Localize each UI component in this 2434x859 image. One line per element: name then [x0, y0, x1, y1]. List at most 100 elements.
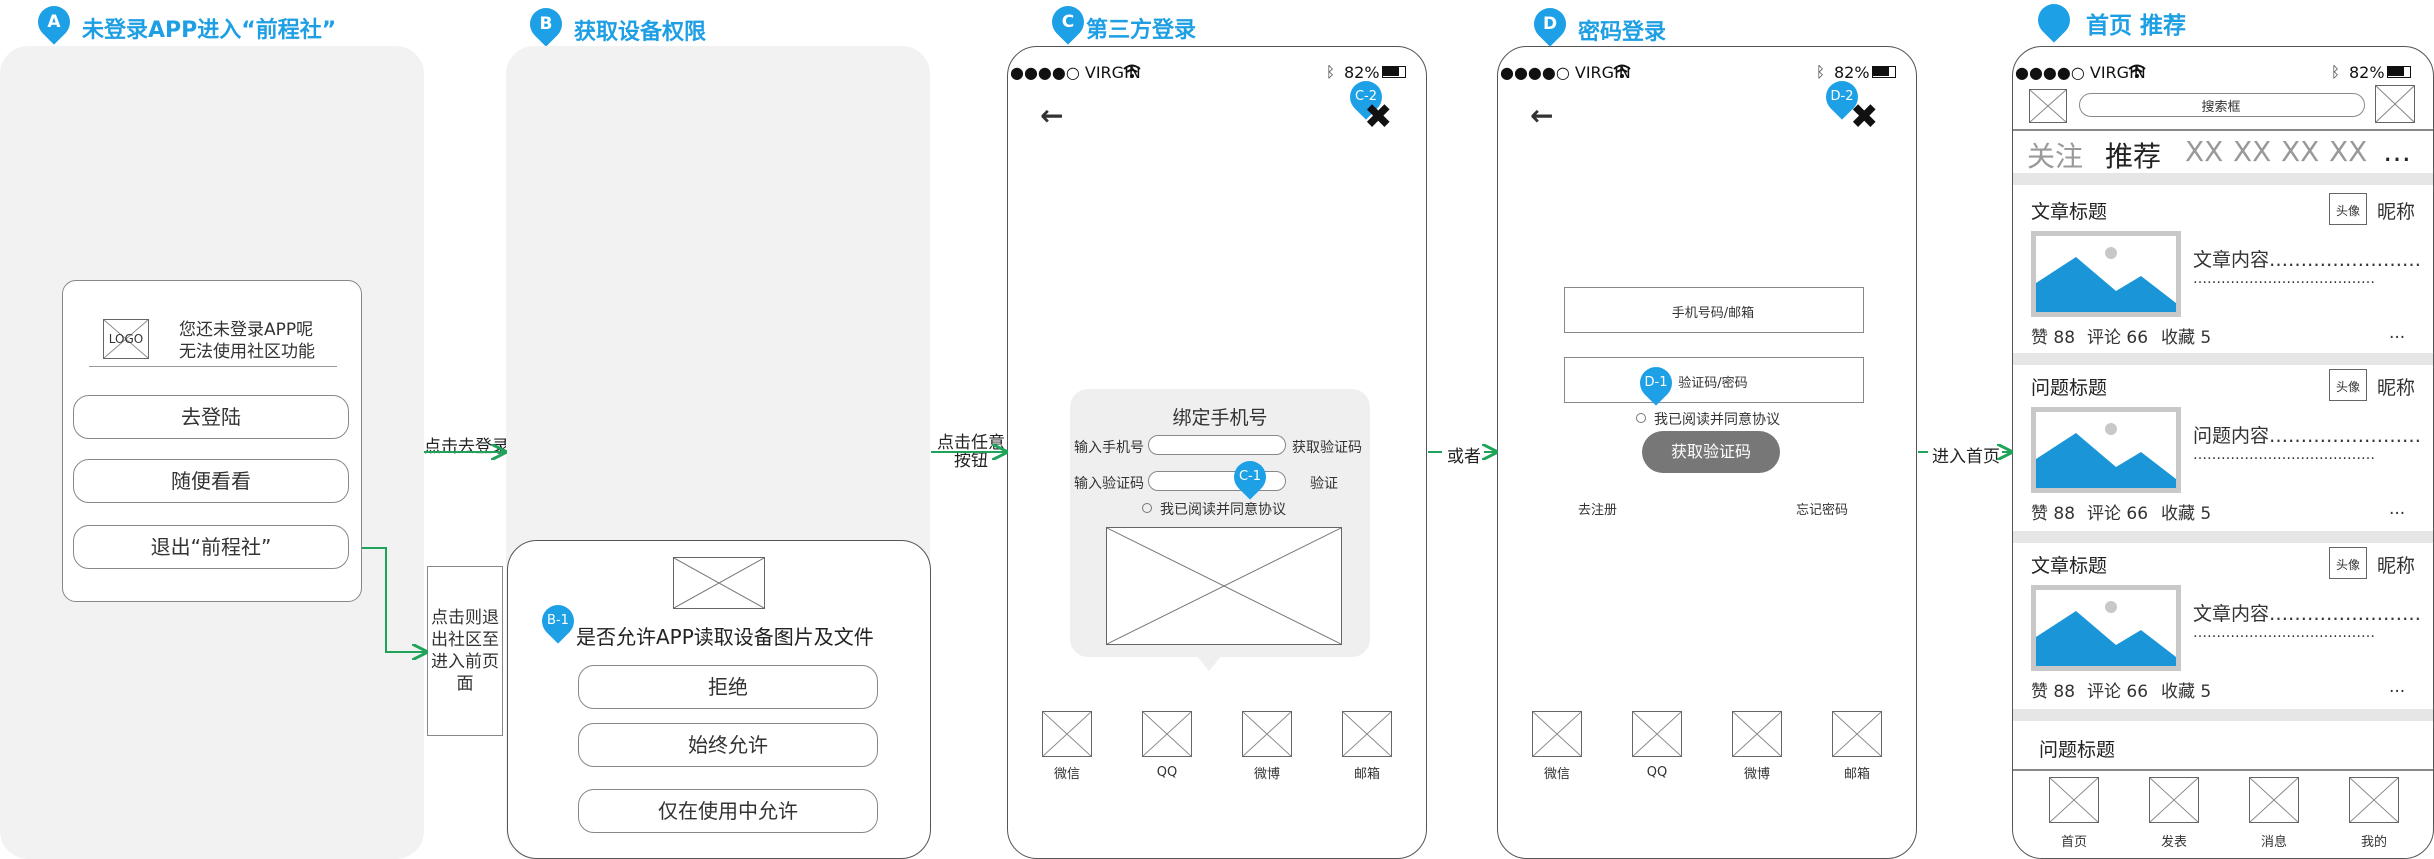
- allow-while-using-button[interactable]: 仅在使用中允许: [578, 789, 878, 833]
- card-content-cont: …………………………………: [2193, 625, 2375, 641]
- tab-recommend[interactable]: 推荐: [2105, 140, 2162, 173]
- tab-xx-2[interactable]: XX: [2233, 135, 2272, 168]
- nav-post[interactable]: 发表: [2149, 777, 2201, 850]
- nav-profile[interactable]: 我的: [2349, 777, 2401, 850]
- more-icon[interactable]: ...: [2389, 323, 2406, 343]
- favorites: 收藏 5: [2161, 504, 2212, 524]
- get-code-button[interactable]: 获取验证码: [1642, 431, 1780, 473]
- exit-button[interactable]: 退出“前程社”: [73, 525, 349, 569]
- phone-input[interactable]: [1148, 435, 1286, 455]
- feed-card[interactable]: 文章标题 头像 昵称 文章内容…………………… ………………………………… 赞 …: [2013, 185, 2433, 353]
- more-icon[interactable]: ...: [2389, 677, 2406, 697]
- section-a-header: A 未登录APP进入“前程社”: [31, 0, 378, 45]
- section-b-marker: B: [539, 14, 553, 34]
- section-a-marker: A: [47, 12, 61, 32]
- tab-follow[interactable]: 关注: [2027, 140, 2084, 173]
- card-title: 文章标题: [2031, 555, 2108, 577]
- section-a-title: 未登录APP进入“前程社”: [82, 18, 337, 43]
- agree-radio[interactable]: [1636, 413, 1646, 423]
- social-label: QQ: [1156, 765, 1178, 780]
- social-email[interactable]: 邮箱: [1832, 711, 1884, 783]
- battery-percent: 82%: [2349, 63, 2385, 82]
- captcha-image: [1106, 527, 1342, 645]
- tab-xx-4[interactable]: XX: [2329, 135, 2368, 168]
- qq-icon: [1142, 711, 1192, 757]
- social-wechat[interactable]: 微信: [1042, 711, 1094, 783]
- always-allow-button[interactable]: 始终允许: [578, 723, 878, 767]
- battery-percent: 82%: [1834, 63, 1870, 82]
- section-b-title: 获取设备权限: [574, 20, 707, 45]
- social-label: 微信: [1543, 767, 1570, 782]
- nickname: 昵称: [2377, 201, 2416, 223]
- section-d-title: 密码登录: [1578, 20, 1667, 45]
- landscape-image-icon: [2031, 231, 2181, 317]
- nav-messages[interactable]: 消息: [2249, 777, 2301, 850]
- get-code-link[interactable]: 获取验证码: [1292, 440, 1362, 456]
- browse-button[interactable]: 随便看看: [73, 459, 349, 503]
- flow-label-to-login: 点击去登录: [424, 437, 509, 457]
- likes: 赞 88: [2031, 328, 2076, 348]
- tab-xx-1[interactable]: XX: [2185, 135, 2224, 168]
- password-marker: D-1: [1644, 375, 1668, 390]
- close-icon[interactable]: ✖: [1850, 97, 1879, 137]
- logo-placeholder: LOGO: [103, 319, 149, 359]
- image-placeholder-icon: [1107, 528, 1341, 644]
- nav-home[interactable]: 首页: [2049, 777, 2101, 850]
- battery-icon: [1382, 66, 1406, 78]
- search-input[interactable]: 搜索框: [2079, 93, 2365, 117]
- social-qq[interactable]: QQ: [1632, 711, 1684, 783]
- home-feed-phone: ●●●●○ VIRGIN ᛒ 82% 搜索框 关注 推荐 XX XX XX XX…: [2012, 46, 2434, 859]
- social-label: 微博: [1743, 767, 1770, 782]
- login-prompt-dialog: LOGO 您还未登录APP呢 无法使用社区功能 去登陆 随便看看 退出“前程社”: [62, 280, 362, 602]
- social-label: 微博: [1253, 767, 1280, 782]
- feed-card[interactable]: 问题标题 头像 昵称 问题内容…………………… ………………………………… 赞 …: [2013, 365, 2433, 531]
- profile-icon: [2349, 777, 2399, 823]
- feed-card[interactable]: 问题标题: [2013, 721, 2433, 773]
- account-placeholder: 手机号码/邮箱: [1671, 306, 1755, 321]
- popup-pointer: [1196, 655, 1222, 671]
- card-title: 问题标题: [2039, 739, 2116, 761]
- feed-card[interactable]: 文章标题 头像 昵称 文章内容…………………… ………………………………… 赞 …: [2013, 543, 2433, 709]
- tab-more[interactable]: …: [2383, 135, 2411, 168]
- account-input[interactable]: 手机号码/邮箱: [1564, 287, 1864, 333]
- likes: 赞 88: [2031, 504, 2076, 524]
- section-c-title: 第三方登录: [1086, 18, 1197, 43]
- back-arrow-icon[interactable]: ←: [1040, 99, 1064, 132]
- card-content: 文章内容……………………: [2193, 603, 2422, 625]
- bluetooth-icon: ᛒ: [1816, 63, 1826, 81]
- right-header-icon[interactable]: [2375, 85, 2415, 123]
- exit-note-box: 点击则退出社区至进入前页面: [427, 566, 503, 736]
- qq-icon: [1632, 711, 1682, 757]
- header-divider: [2013, 129, 2433, 131]
- card-content: 问题内容……………………: [2193, 425, 2422, 447]
- favorites: 收藏 5: [2161, 328, 2212, 348]
- social-weibo[interactable]: 微博: [1242, 711, 1294, 783]
- battery-icon: [1872, 66, 1896, 78]
- landscape-image-icon: [2031, 407, 2181, 493]
- social-qq[interactable]: QQ: [1142, 711, 1194, 783]
- more-icon[interactable]: ...: [2389, 499, 2406, 519]
- password-placeholder: 验证码/密码: [1678, 376, 1748, 391]
- deny-button[interactable]: 拒绝: [578, 665, 878, 709]
- card-gap: [2013, 531, 2433, 543]
- close-icon[interactable]: ✖: [1364, 97, 1393, 137]
- card-title: 文章标题: [2031, 201, 2108, 223]
- agree-radio[interactable]: [1142, 503, 1152, 513]
- password-input[interactable]: 验证码/密码: [1564, 357, 1864, 403]
- go-login-button[interactable]: 去登陆: [73, 395, 349, 439]
- flow-label-enter-home: 进入首页: [1932, 447, 2000, 467]
- tab-xx-3[interactable]: XX: [2281, 135, 2320, 168]
- social-weibo[interactable]: 微博: [1732, 711, 1784, 783]
- social-email[interactable]: 邮箱: [1342, 711, 1394, 783]
- back-arrow-icon[interactable]: ←: [1530, 99, 1554, 132]
- section-d-marker: D: [1542, 14, 1558, 34]
- avatar-label: 头像: [2335, 558, 2360, 572]
- social-wechat[interactable]: 微信: [1532, 711, 1584, 783]
- section-d-header: D 密码登录: [1527, 1, 1774, 47]
- avatar: 头像: [2329, 369, 2367, 401]
- left-header-icon[interactable]: [2029, 89, 2067, 123]
- verify-link[interactable]: 验证: [1310, 476, 1338, 492]
- section-e-header: 首页 推荐: [2031, 0, 2278, 43]
- forgot-password-link[interactable]: 忘记密码: [1796, 503, 1849, 518]
- register-link[interactable]: 去注册: [1578, 503, 1618, 518]
